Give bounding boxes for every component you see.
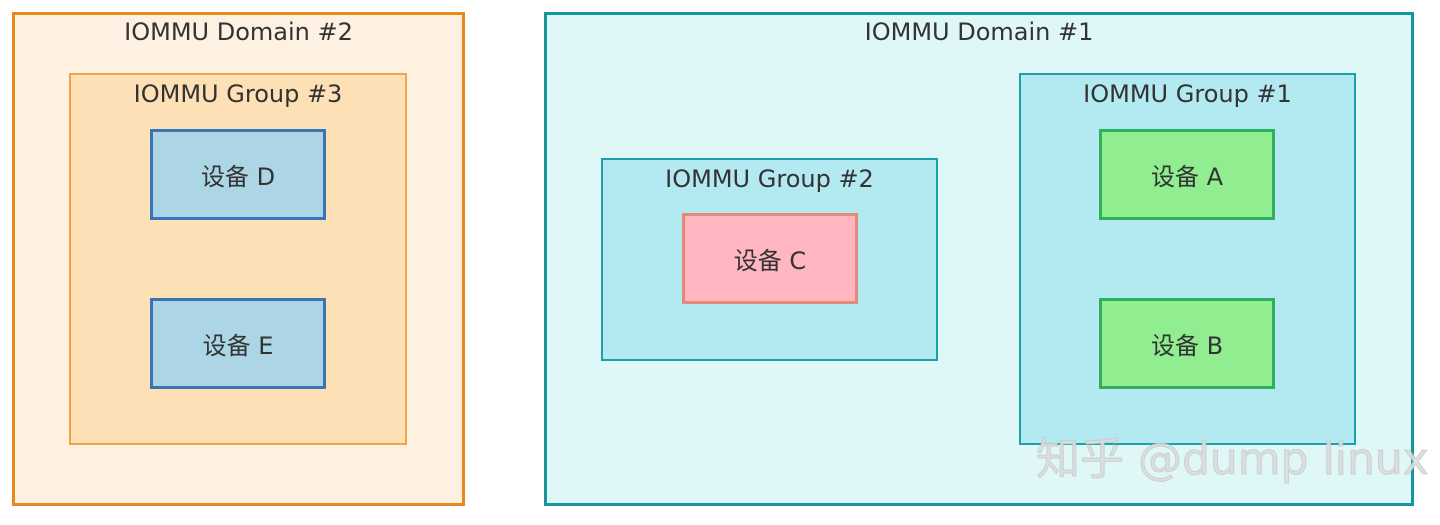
group-title-3: IOMMU Group #3: [133, 80, 343, 108]
device-c: 设备 C: [682, 213, 858, 304]
device-e: 设备 E: [150, 298, 326, 389]
watermark-text: 知乎 @dump linux: [1036, 434, 1430, 486]
device-a: 设备 A: [1099, 129, 1275, 220]
device-b: 设备 B: [1099, 298, 1275, 389]
group-title-2: IOMMU Group #2: [665, 165, 874, 193]
domain-title-1: IOMMU Domain #1: [864, 18, 1094, 46]
group-title-1: IOMMU Group #1: [1083, 80, 1292, 108]
domain-title-2: IOMMU Domain #2: [124, 18, 353, 46]
device-d: 设备 D: [150, 129, 326, 220]
